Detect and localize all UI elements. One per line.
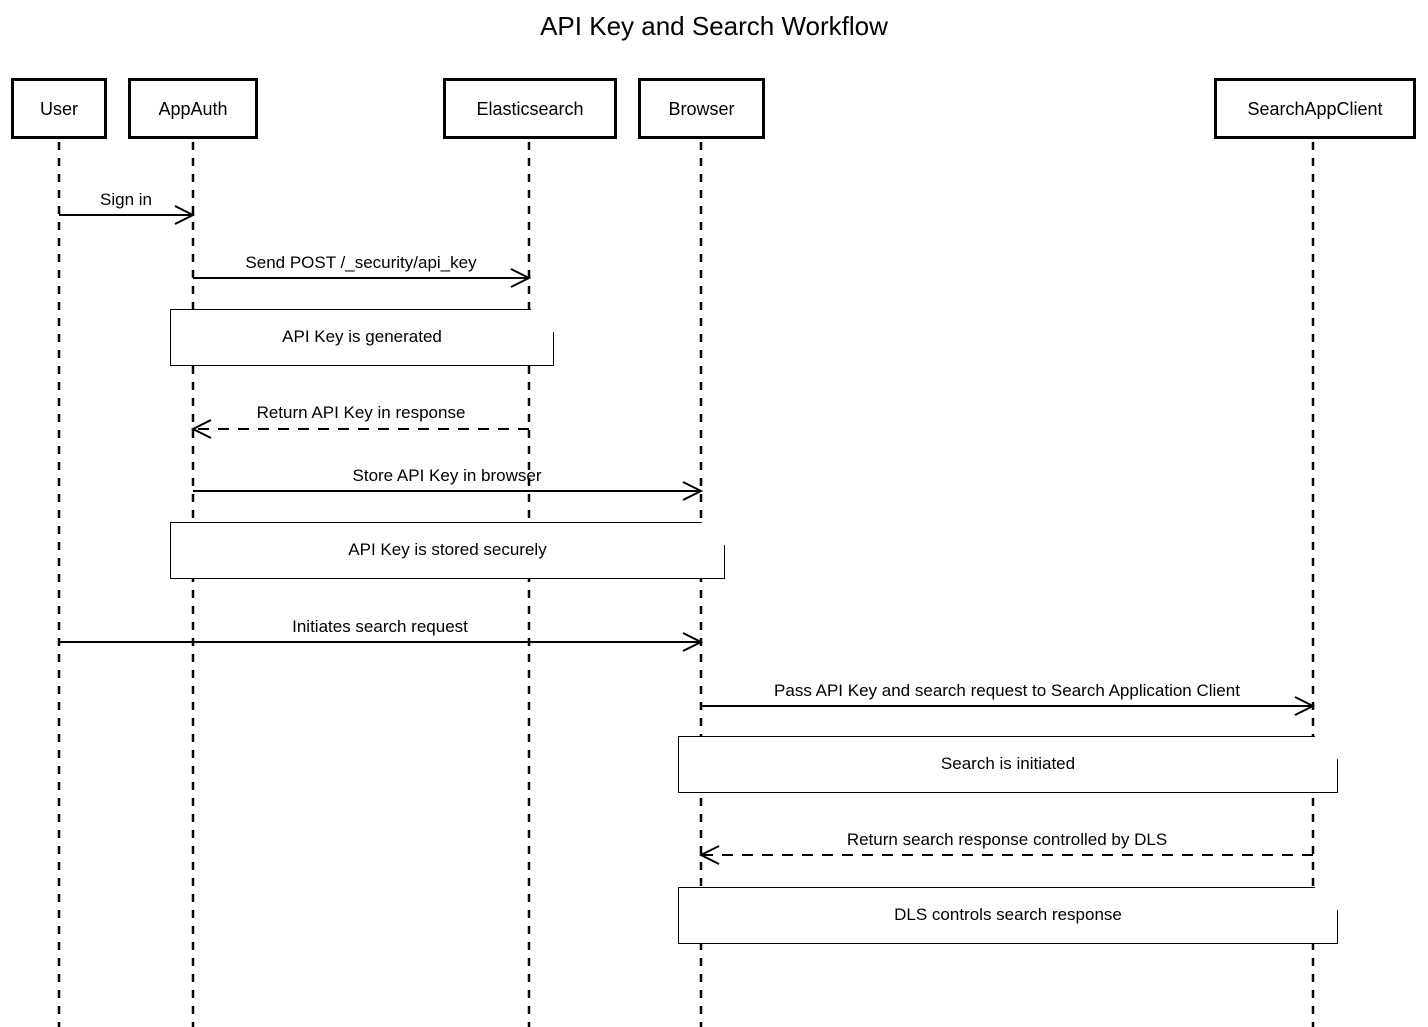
participant-browser[interactable]: Browser <box>638 78 765 139</box>
participant-label: Elasticsearch <box>476 98 584 119</box>
message-arrow-m4 <box>193 481 704 501</box>
note-label: DLS controls search response <box>894 905 1122 924</box>
participant-label: User <box>39 98 78 119</box>
note-label: Search is initiated <box>940 754 1076 773</box>
message-label-m6: Pass API Key and search request to Searc… <box>774 681 1240 700</box>
participant-elasticsearch[interactable]: Elasticsearch <box>443 78 617 139</box>
arrowhead-m5 <box>682 632 704 652</box>
message-label-m2: Send POST /_security/api_key <box>245 253 477 272</box>
message-arrow-m7 <box>698 845 1313 865</box>
participant-user[interactable]: User <box>11 78 107 139</box>
message-label-m4: Store API Key in browser <box>352 466 542 485</box>
message-arrow-m1 <box>59 205 196 225</box>
note-label: API Key is generated <box>282 327 442 346</box>
lifeline-target-elasticsearch[interactable] <box>522 142 536 1027</box>
note-label: API Key is stored securely <box>348 540 547 559</box>
note-n2[interactable]: API Key is stored securely <box>171 523 724 578</box>
lifeline-target-appauth[interactable] <box>186 142 200 1027</box>
messages-group <box>59 205 1316 865</box>
lifelines-group <box>57 142 1315 1027</box>
participant-label: Browser <box>668 98 735 119</box>
message-arrow-m3 <box>190 419 529 439</box>
note-n4[interactable]: DLS controls search response <box>679 888 1337 943</box>
participant-searchappclient[interactable]: SearchAppClient <box>1214 78 1416 139</box>
arrowhead-m7 <box>698 845 720 865</box>
arrowhead-m4 <box>682 481 704 501</box>
message-label-m3: Return API Key in response <box>256 403 466 422</box>
arrowhead-m3 <box>190 419 212 439</box>
arrowhead-m2 <box>510 268 532 288</box>
message-label-m7: Return search response controlled by DLS <box>846 830 1168 849</box>
message-arrow-m2 <box>193 268 532 288</box>
participant-appauth[interactable]: AppAuth <box>128 78 258 139</box>
participant-label: SearchAppClient <box>1247 98 1383 119</box>
lifeline-target-user[interactable] <box>52 142 66 1027</box>
message-label-m5: Initiates search request <box>292 617 468 636</box>
message-label-m1: Sign in <box>100 190 152 209</box>
arrowhead-m6 <box>1294 696 1316 716</box>
note-n3[interactable]: Search is initiated <box>679 737 1337 792</box>
arrowhead-m1 <box>174 205 196 225</box>
participant-label: AppAuth <box>158 98 228 119</box>
message-arrow-m5 <box>59 632 704 652</box>
note-n1[interactable]: API Key is generated <box>171 310 553 365</box>
page-title: API Key and Search Workflow <box>540 11 888 41</box>
message-arrow-m6 <box>701 696 1316 716</box>
